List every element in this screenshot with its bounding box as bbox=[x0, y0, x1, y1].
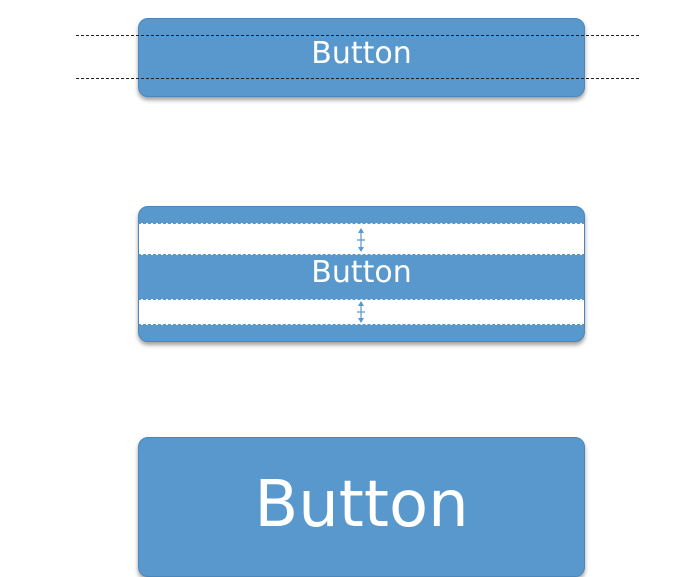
button-example-1-label: Button bbox=[311, 36, 412, 71]
padding-band-top bbox=[138, 223, 585, 255]
double-arrow-vertical-icon bbox=[357, 301, 365, 323]
padding-band-top-right-edge bbox=[584, 224, 585, 254]
button-example-1[interactable]: Button bbox=[138, 18, 585, 97]
double-arrow-vertical-icon bbox=[357, 228, 365, 252]
guide-line-top bbox=[76, 35, 639, 36]
padding-band-bottom-right-edge bbox=[584, 300, 585, 324]
padding-band-bottom bbox=[138, 299, 585, 325]
button-example-2-label: Button bbox=[311, 255, 412, 290]
button-example-3-label: Button bbox=[254, 468, 469, 542]
padding-band-bottom-left-edge bbox=[138, 300, 139, 324]
guide-line-bottom bbox=[76, 78, 639, 79]
padding-band-top-left-edge bbox=[138, 224, 139, 254]
button-example-2[interactable]: Button bbox=[138, 206, 585, 342]
button-example-3[interactable]: Button bbox=[138, 437, 585, 577]
